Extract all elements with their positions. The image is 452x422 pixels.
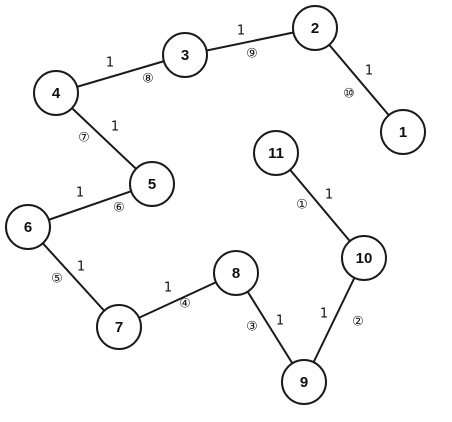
edge-order-label: ⑥ — [113, 201, 125, 216]
node-label: 5 — [148, 176, 156, 193]
node-label: 4 — [52, 85, 61, 102]
node-label: 9 — [300, 374, 308, 391]
node-label: 2 — [311, 20, 319, 37]
node-circle — [33, 70, 79, 116]
node-label: 7 — [115, 319, 123, 336]
node-circle — [292, 5, 338, 51]
edge-weight-label: 1 — [320, 307, 328, 322]
node-7: 7 — [96, 304, 142, 350]
node-label: 6 — [24, 219, 32, 236]
node-circle — [5, 204, 51, 250]
node-3: 3 — [162, 32, 208, 78]
edges-layer — [27, 27, 404, 383]
edge-weight-label: 1 — [106, 56, 114, 71]
edge-order-label: ② — [352, 315, 364, 330]
node-11: 11 — [253, 130, 299, 176]
node-circle — [281, 359, 327, 405]
edge-weight-label: 1 — [77, 260, 85, 275]
edge-weight-label: 1 — [276, 314, 284, 329]
edge-order-label: ④ — [179, 297, 191, 312]
node-circle — [380, 109, 426, 155]
node-label: 3 — [181, 47, 189, 64]
node-6: 6 — [5, 204, 51, 250]
node-label: 11 — [268, 145, 284, 162]
node-circle — [96, 304, 142, 350]
edge-order-label: ⑧ — [142, 72, 154, 87]
node-circle — [213, 250, 259, 296]
edge-weight-label: 1 — [76, 186, 84, 201]
node-9: 9 — [281, 359, 327, 405]
node-circle — [162, 32, 208, 78]
edge-order-label: ⑩ — [343, 87, 355, 102]
edge-order-label: ⑨ — [246, 47, 258, 62]
edge-weight-label: 1 — [237, 24, 245, 39]
node-circle — [341, 235, 387, 281]
node-10: 10 — [341, 235, 387, 281]
edge-weight-label: 1 — [365, 64, 373, 79]
edge-weight-label: 1 — [164, 281, 172, 296]
edge-weight-label: 1 — [325, 188, 333, 203]
node-2: 2 — [292, 5, 338, 51]
edge-order-label: ① — [296, 198, 308, 213]
node-5: 5 — [129, 161, 175, 207]
edge-order-label: ⑤ — [51, 272, 63, 287]
node-label: 10 — [356, 250, 373, 267]
node-label: 1 — [399, 124, 407, 141]
edge-weight-label: 1 — [111, 120, 119, 135]
node-1: 1 — [380, 109, 426, 155]
node-8: 8 — [213, 250, 259, 296]
node-label: 8 — [232, 265, 240, 282]
node-circle — [253, 130, 299, 176]
edge-order-label: ⑦ — [78, 131, 90, 146]
node-circle — [129, 161, 175, 207]
node-4: 4 — [33, 70, 79, 116]
edge-order-label: ③ — [246, 320, 258, 335]
